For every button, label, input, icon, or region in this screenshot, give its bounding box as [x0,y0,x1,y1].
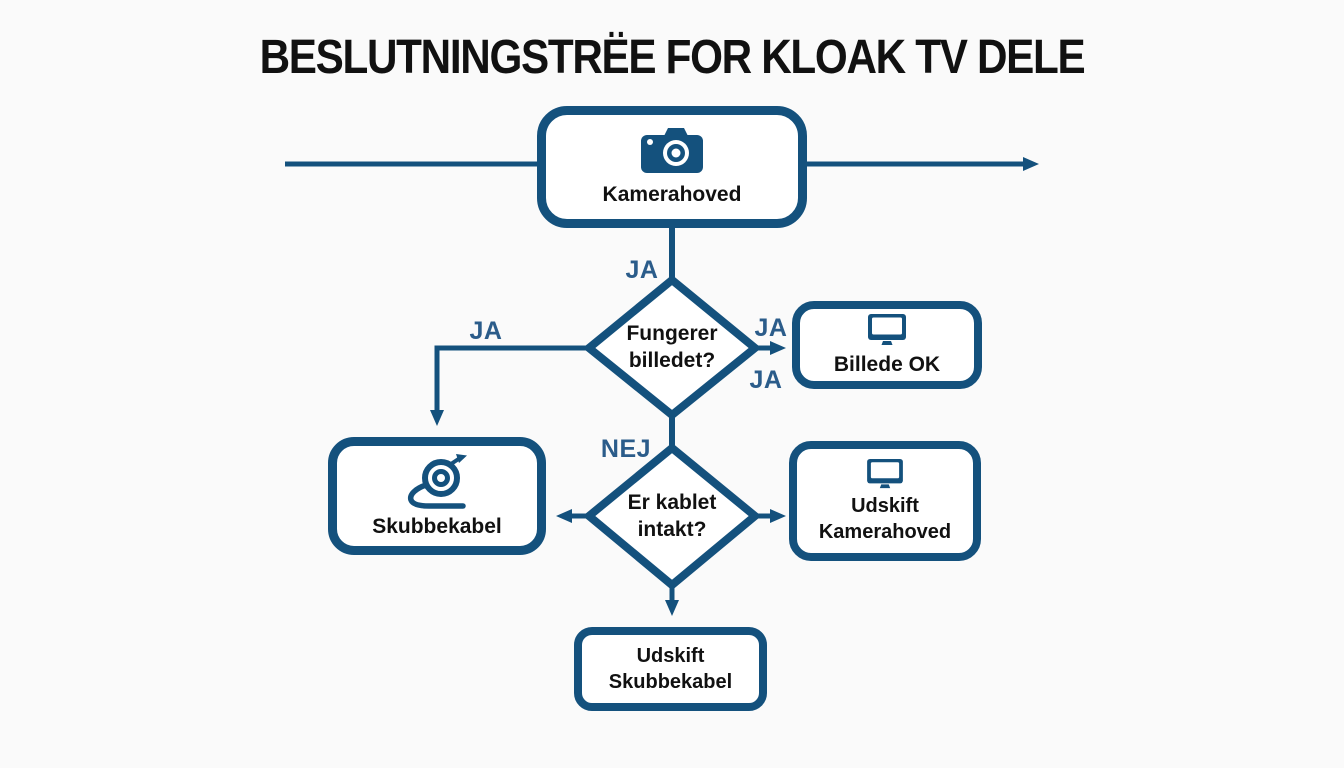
decision-line-1: Fungerer [626,322,718,345]
node-udskift-skubbekabel-label: Udskift Skubbekabel [609,643,732,695]
node-kamerahoved-label: Kamerahoved [602,183,742,206]
node-kamerahoved: Kamerahoved [537,106,807,228]
monitor-icon [868,313,906,345]
decision-line-1: Er kablet [627,491,717,514]
decision-line-2: intakt? [637,518,707,541]
edge-label-nej: NEJ [600,435,652,463]
monitor-icon [867,458,903,488]
edge-label-ja-top: JA [625,256,659,284]
label-line-2: Kamerahoved [818,520,952,543]
camera-icon [641,128,703,173]
decision-kabel-label: Er kablet intakt? [582,489,762,543]
label-line-1: Udskift [851,494,919,517]
label-line-1: Udskift [636,645,705,667]
node-billede-ok-label: Billede OK [833,352,941,376]
edge-label-ja-right-upper: JA [754,314,788,342]
label-line-2: Skubbekabel [608,671,733,693]
decision-diamond-kabel [582,442,762,591]
edge-label-ja-left: JA [469,317,503,345]
node-skubbekabel-label: Skubbekabel [372,514,502,538]
node-billede-ok: Billede OK [792,301,982,389]
node-udskift-skubbekabel: Udskift Skubbekabel [574,627,767,711]
node-udskift-kamerahoved-label: Udskift Kamerahoved [819,493,951,545]
decision-billede-label: Fungerer billedet? [582,320,762,374]
decision-line-2: billedet? [628,349,716,372]
edge-label-ja-right-lower: JA [749,366,783,394]
decision-diamond-billede [582,274,762,421]
edge-decision1-to-skubbekabel [430,345,588,426]
node-udskift-kamerahoved: Udskift Kamerahoved [789,441,981,561]
node-skubbekabel: Skubbekabel [328,437,546,555]
page-title: BESLUTNINGSTRËE FOR KLOAK TV DELE [259,31,1086,84]
cable-coil-icon [407,453,467,509]
